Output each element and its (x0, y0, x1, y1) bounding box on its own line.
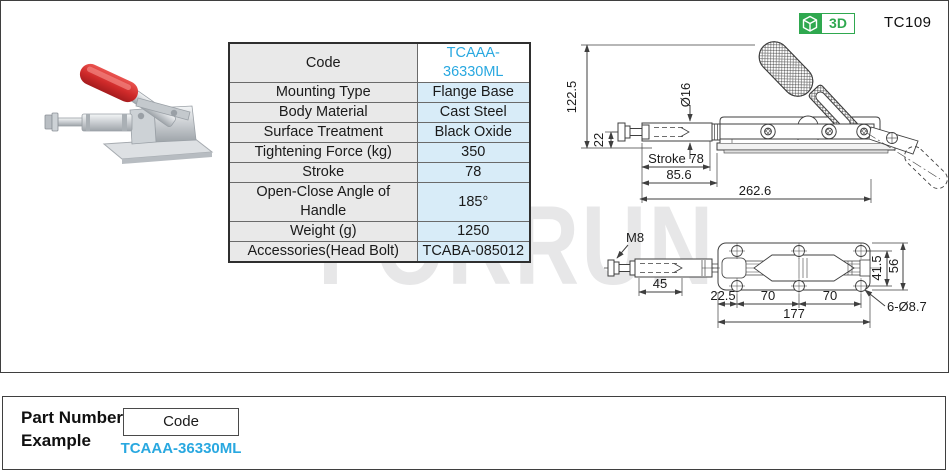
svg-text:262.6: 262.6 (739, 183, 772, 198)
svg-text:45: 45 (653, 276, 667, 291)
spec-label: Stroke (228, 162, 418, 183)
example-code-link[interactable]: TCAAA-36330ML (120, 440, 242, 457)
3d-cube-icon[interactable] (799, 13, 821, 34)
dim-hole-layout: 22.5 70 70 177 (710, 288, 871, 328)
dim-plate-width: 41.5 56 (867, 242, 908, 291)
3d-badge[interactable]: 3D (821, 13, 855, 34)
clamp-base-edge (122, 152, 212, 164)
svg-text:6-Ø8.7: 6-Ø8.7 (887, 299, 927, 314)
svg-text:56: 56 (886, 259, 901, 273)
side-view-drawing: 122.5 22 (564, 41, 948, 203)
part-number-example-box: Part Number Example Code TCAAA-36330ML (2, 396, 946, 470)
head-bolt (44, 114, 53, 130)
spec-row: Mounting Type Flange Base (228, 82, 531, 103)
svg-text:41.5: 41.5 (869, 255, 884, 280)
spec-row-code: Code TCAAA-36330ML (228, 42, 531, 83)
spec-value: Flange Base (416, 82, 531, 103)
spec-value: Cast Steel (416, 102, 531, 123)
dim-overall-height: 122.5 (564, 44, 755, 149)
spec-value: TCABA-085012 (416, 241, 531, 263)
svg-text:70: 70 (761, 288, 775, 303)
svg-text:177: 177 (783, 306, 805, 321)
red-handle-grip (79, 63, 139, 103)
svg-text:Stroke 78: Stroke 78 (648, 151, 704, 166)
svg-text:M8: M8 (626, 230, 644, 245)
dim-thread-length: 45 (638, 276, 683, 296)
top-view-drawing: M8 (604, 230, 927, 328)
spec-label: Open-Close Angle of Handle (228, 182, 418, 222)
pivot-bolt (137, 112, 145, 120)
dim-thread: M8 (616, 230, 644, 259)
spec-label: Code (228, 42, 418, 83)
svg-text:22.5: 22.5 (710, 288, 735, 303)
spec-value: Black Oxide (416, 122, 531, 143)
svg-text:70: 70 (823, 288, 837, 303)
title-line-1: Part Number (21, 408, 124, 427)
title-line-2: Example (21, 431, 91, 450)
spec-value: 185° (416, 182, 531, 222)
svg-text:122.5: 122.5 (564, 81, 579, 114)
code-box-label: Code (123, 408, 239, 436)
dim-stroke: Stroke 78 (641, 141, 711, 203)
spec-label: Surface Treatment (228, 122, 418, 143)
spec-row: Accessories(Head Bolt) TCABA-085012 (228, 241, 531, 263)
dim-overall-length: 262.6 (639, 179, 872, 203)
spec-value: 78 (416, 162, 531, 183)
catalog-code: TC109 (884, 14, 932, 31)
spec-value: 1250 (416, 221, 531, 242)
dim-rod-center-height: 22 (591, 131, 620, 149)
spec-row: Stroke 78 (228, 162, 531, 183)
spec-value: 350 (416, 142, 531, 163)
plunger-rod (57, 117, 83, 127)
base-plate-outline (702, 242, 882, 291)
spec-row: Surface Treatment Black Oxide (228, 122, 531, 143)
spec-row: Weight (g) 1250 (228, 221, 531, 242)
spec-row: Body Material Cast Steel (228, 102, 531, 123)
handle-open-position (866, 126, 948, 189)
spec-row: Tightening Force (kg) 350 (228, 142, 531, 163)
spec-label: Tightening Force (kg) (228, 142, 418, 163)
spec-table: Code TCAAA-36330ML Mounting Type Flange … (228, 42, 531, 263)
pivot-bolt (170, 109, 178, 117)
svg-text:22: 22 (591, 133, 606, 147)
spec-label: Weight (g) (228, 221, 418, 242)
svg-text:Ø16: Ø16 (678, 83, 693, 108)
spec-row: Open-Close Angle of Handle 185° (228, 182, 531, 222)
part-number-example-title: Part Number Example (21, 406, 123, 452)
spec-label: Accessories(Head Bolt) (228, 241, 418, 263)
cube-icon-glyph (802, 15, 818, 32)
dim-rod-diameter: Ø16 (678, 83, 693, 159)
dim-front-length: 85.6 (641, 153, 718, 187)
topview-rod-outline (604, 258, 737, 278)
spec-label: Body Material (228, 102, 418, 123)
product-photo (44, 63, 214, 164)
spec-label: Mounting Type (228, 82, 418, 103)
mounting-holes (729, 243, 869, 294)
svg-text:85.6: 85.6 (666, 167, 691, 182)
dim-mounting-holes: 6-Ø8.7 (864, 289, 927, 314)
linkage-arm-outline (719, 123, 875, 140)
spec-value-code-link[interactable]: TCAAA-36330ML (416, 42, 531, 83)
